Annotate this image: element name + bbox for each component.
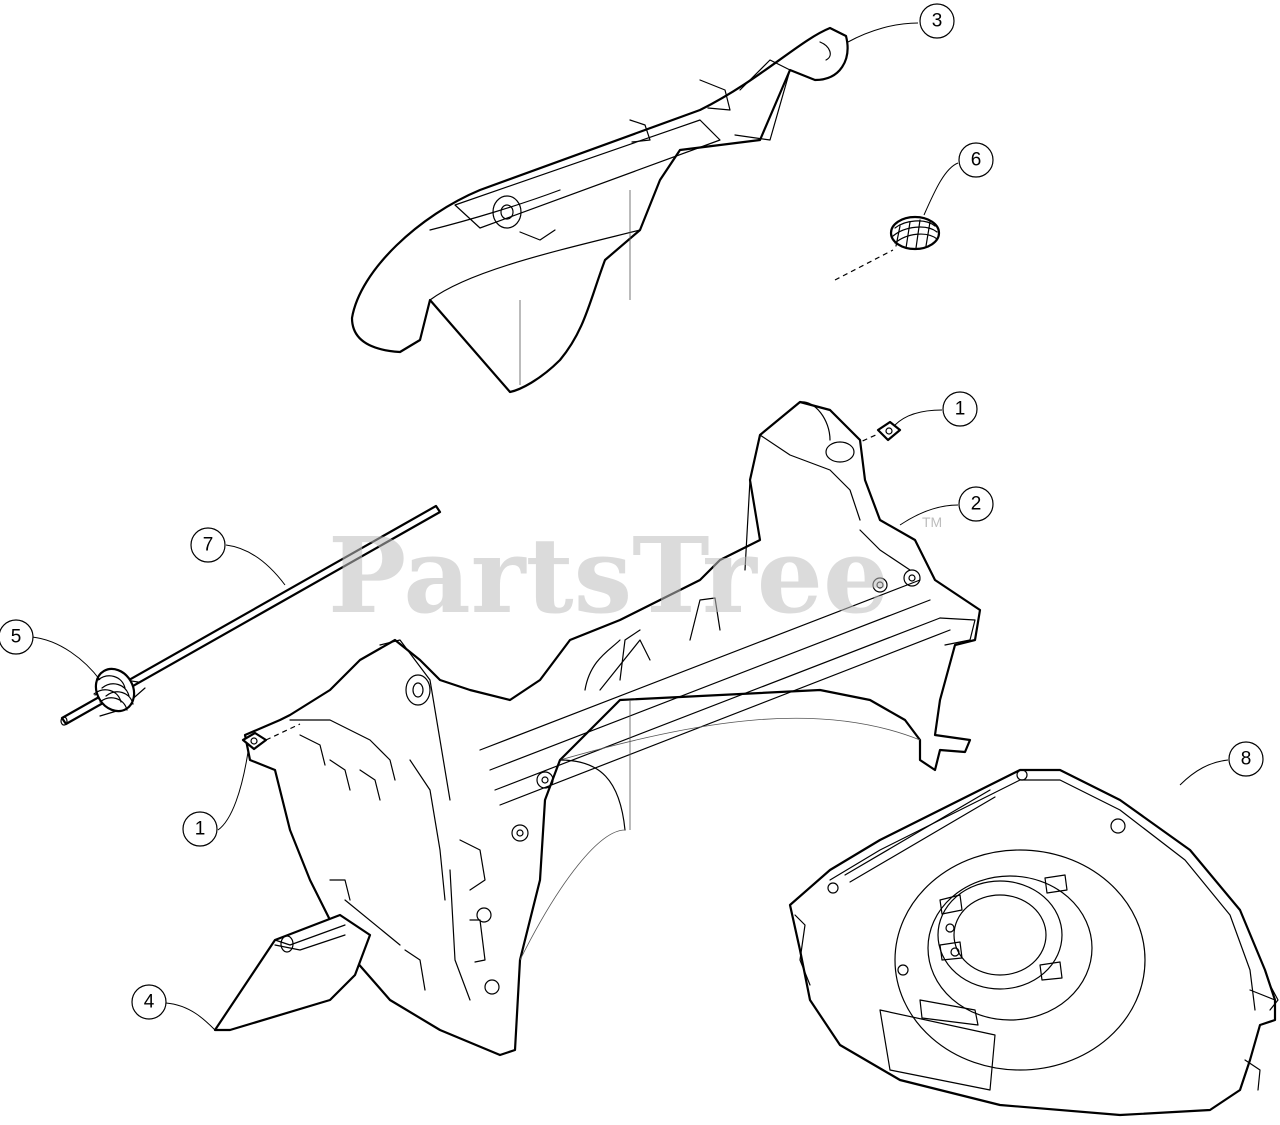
callout-label-1-upper: 1 xyxy=(955,399,966,420)
callout-label-2: 2 xyxy=(971,494,982,515)
callout-circle-2[interactable] xyxy=(958,486,994,522)
callout-label-3: 3 xyxy=(932,11,943,32)
part-mower-deck[interactable] xyxy=(788,768,1279,1117)
watermark-trademark: TM xyxy=(922,514,942,530)
watermark-brand: PartsTree xyxy=(328,514,889,637)
callout-label-4: 4 xyxy=(144,992,155,1013)
part-rear-cover[interactable] xyxy=(350,26,849,394)
callout-circle-3[interactable] xyxy=(919,3,955,39)
callouts: 3 6 1 2 7 5 1 8 4 xyxy=(0,3,1264,1031)
callout-circle-7[interactable] xyxy=(190,527,226,563)
part-square-nut-lower[interactable] xyxy=(241,723,301,751)
callout-circle-8[interactable] xyxy=(1228,741,1264,777)
callout-label-5: 5 xyxy=(11,627,22,648)
callout-circle-1-lower[interactable] xyxy=(182,811,218,847)
callout-circle-5[interactable] xyxy=(0,619,34,655)
watermark: PartsTree TM xyxy=(328,514,942,637)
callout-label-1-lower: 1 xyxy=(195,819,206,840)
callout-circle-4[interactable] xyxy=(131,984,167,1020)
part-torsion-spring-small[interactable] xyxy=(834,215,941,281)
part-main-frame[interactable] xyxy=(243,400,982,1057)
part-torsion-spring-rod[interactable] xyxy=(88,662,146,718)
part-deflector-flap[interactable] xyxy=(213,913,372,1032)
callout-circle-1-upper[interactable] xyxy=(942,391,978,427)
callout-label-7: 7 xyxy=(203,535,214,556)
callout-label-6: 6 xyxy=(971,150,982,171)
callout-label-8: 8 xyxy=(1241,749,1252,770)
callout-circle-6[interactable] xyxy=(958,142,994,178)
part-hinge-rod[interactable] xyxy=(60,504,442,726)
